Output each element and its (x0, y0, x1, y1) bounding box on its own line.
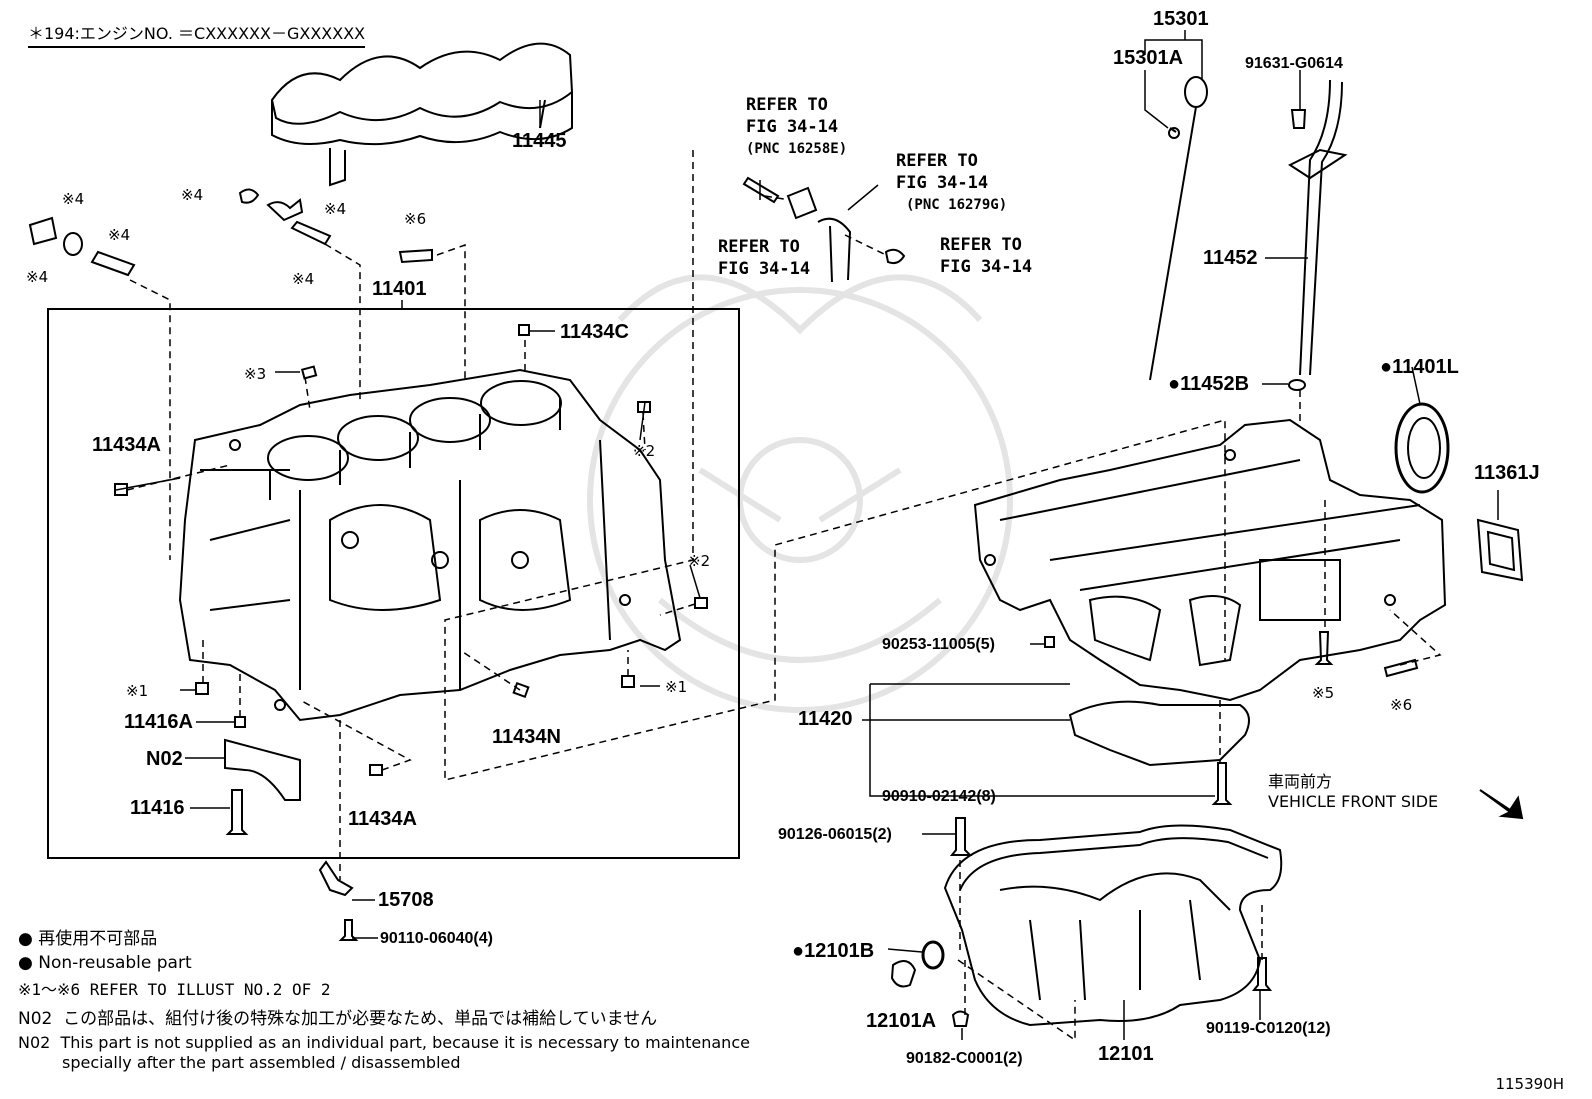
engine-number-note: ＊194:エンジンNO. ＝CXXXXXX－GXXXXXX (28, 20, 366, 48)
cylinder-block-frame (47, 308, 740, 859)
insulator-11445 (270, 42, 574, 187)
mark-6b: ※6 (1390, 696, 1413, 714)
refer-block-2[interactable]: REFER TO FIG 34-14 (PNC 16279G) (896, 151, 1008, 213)
oil-seal-11401L (1394, 402, 1450, 494)
part-label-11434C[interactable]: 11434C (560, 321, 629, 343)
part-label-90110[interactable]: 90110-06040(4) (380, 930, 493, 947)
legend-nonreusable-jp: ● 再使用不可部品 (18, 929, 158, 949)
part-label-11420[interactable]: 11420 (798, 708, 853, 730)
part-label-90910[interactable]: 90910-02142(8) (882, 788, 996, 805)
part-label-11434A-bottom[interactable]: 11434A (348, 808, 417, 830)
mark-2a: ※2 (633, 442, 656, 460)
part-label-12101B[interactable]: ●12101B (792, 940, 875, 962)
mark-5: ※5 (1312, 684, 1335, 702)
part-label-90126[interactable]: 90126-06015(2) (778, 826, 892, 843)
cover-11361J (1476, 518, 1524, 582)
part-label-11401L[interactable]: ●11401L (1380, 356, 1459, 378)
mark-3: ※3 (244, 365, 267, 383)
part-label-15301[interactable]: 15301 (1153, 8, 1209, 30)
part-label-15301A[interactable]: 15301A (1113, 47, 1184, 69)
mark-4c: ※4 (26, 268, 49, 286)
bearing-cap-n02 (224, 738, 301, 801)
legend-nonreusable-en: ● Non-reusable part (18, 953, 192, 973)
legend-n02-en: N02 This part is not supplied as an indi… (18, 1033, 750, 1052)
mark-1a: ※1 (665, 678, 688, 696)
vehicle-front-jp: 車両前方 (1268, 772, 1333, 791)
bracket-15708 (318, 860, 354, 897)
legend-n02-jp: N02 この部品は、組付け後の特殊な加工が必要なため、単品では補給していません (18, 1009, 658, 1029)
mark-4d: ※4 (181, 186, 204, 204)
part-label-11416A[interactable]: 11416A (124, 711, 193, 733)
mark-4b: ※4 (108, 226, 131, 244)
oil-pan-12101 (943, 824, 1283, 1027)
mark-4f: ※4 (292, 270, 315, 288)
dashed-guides (126, 150, 1442, 1042)
part-label-11452[interactable]: 11452 (1203, 247, 1258, 269)
vehicle-front-en: VEHICLE FRONT SIDE (1268, 792, 1439, 811)
part-label-11445[interactable]: 11445 (512, 130, 567, 152)
mark-6a: ※6 (404, 210, 427, 228)
plug-bolts-group (28, 188, 433, 277)
part-label-11434N[interactable]: 11434N (492, 726, 561, 748)
mark-4e: ※4 (324, 200, 347, 218)
mark-1b: ※1 (126, 682, 149, 700)
part-label-91631[interactable]: 91631-G0614 (1245, 55, 1343, 72)
part-label-11361J[interactable]: 11361J (1474, 462, 1540, 484)
refer-block-4[interactable]: REFER TO FIG 34-14 (940, 235, 1033, 277)
bolt-90110 (338, 919, 359, 941)
leader-lines (115, 30, 1499, 1040)
refer-block-1[interactable]: REFER TO FIG 34-14 (PNC 16258E) (746, 95, 848, 157)
part-label-N02[interactable]: N02 (146, 748, 183, 770)
illustration-code: 115390H (1495, 1075, 1564, 1093)
part-label-11434A-top[interactable]: 11434A (92, 434, 161, 456)
part-label-90182[interactable]: 90182-C0001(2) (906, 1050, 1023, 1067)
cylinder-block (178, 368, 682, 722)
part-label-11401[interactable]: 11401 (372, 278, 427, 300)
part-label-90253[interactable]: 90253-11005(5) (882, 636, 995, 653)
bolt-11416 (225, 789, 249, 835)
part-label-11416[interactable]: 11416 (130, 797, 185, 819)
dipstick-guide-11452 (1287, 79, 1348, 391)
legend-n02-en-line2: specially after the part assembled / dis… (62, 1053, 461, 1072)
part-label-12101[interactable]: 12101 (1098, 1043, 1154, 1065)
part-label-15708[interactable]: 15708 (378, 889, 434, 911)
dipstick-15301 (1149, 76, 1208, 381)
mark-4a: ※4 (62, 190, 85, 208)
refer-block-3[interactable]: REFER TO FIG 34-14 (718, 237, 811, 279)
stiffening-crankcase-11420 (973, 418, 1447, 767)
part-label-90119[interactable]: 90119-C0120(12) (1206, 1020, 1331, 1037)
part-label-11452B[interactable]: ●11452B (1168, 373, 1250, 395)
part-label-12101A[interactable]: 12101A (866, 1010, 937, 1032)
legend-refer-illust: ※1～※6 REFER TO ILLUST NO.2 OF 2 (18, 980, 331, 999)
mark-2b: ※2 (688, 552, 711, 570)
